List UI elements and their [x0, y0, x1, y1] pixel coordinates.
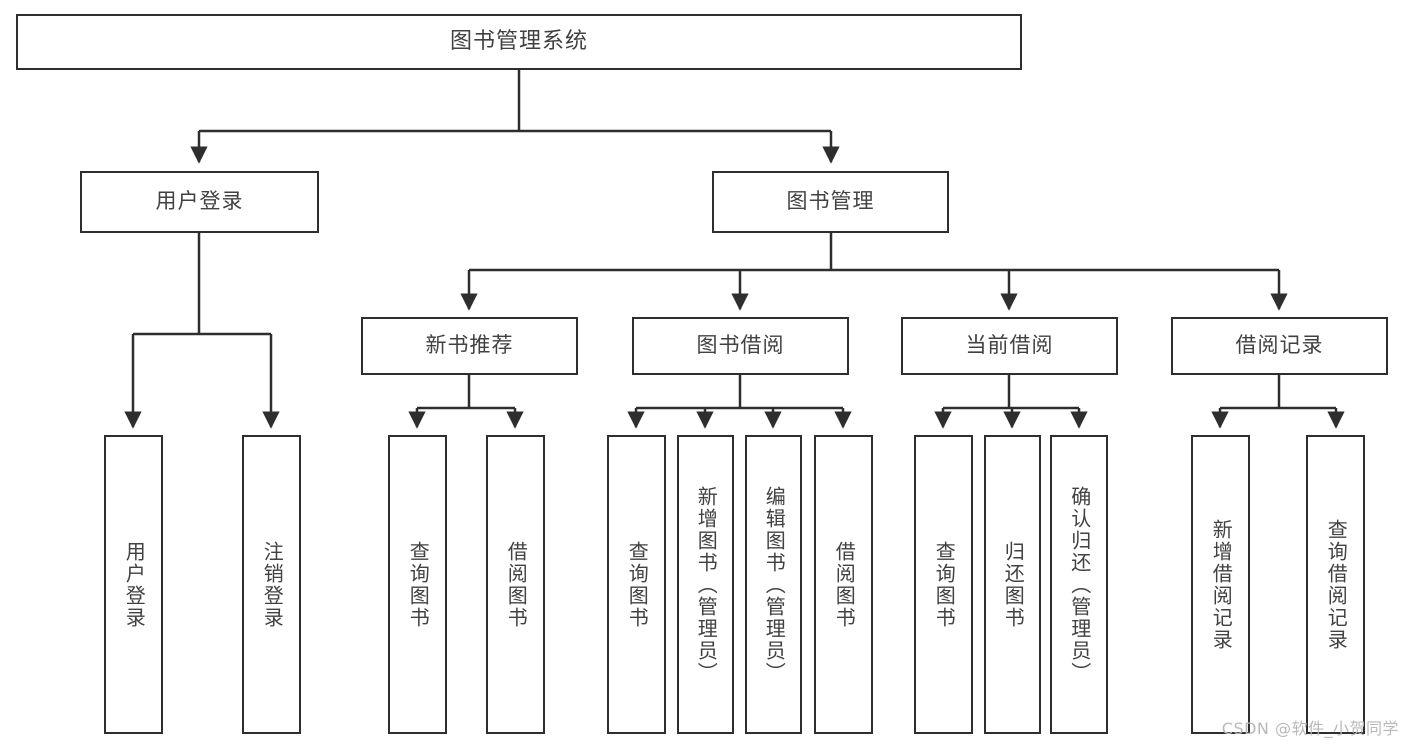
node-current-borrow-label: 当前借阅 — [965, 333, 1054, 358]
leaf-node[interactable]: 查询图书 — [607, 435, 666, 734]
node-book-management[interactable]: 图书管理 — [712, 171, 949, 233]
leaf-node-label: 查询图书 — [625, 540, 650, 629]
leaf-node-label: 查询图书 — [932, 540, 957, 629]
leaf-node-label: 注销登录 — [260, 540, 285, 629]
node-root-label: 图书管理系统 — [449, 28, 588, 54]
leaf-node[interactable]: 新增图书（管理员） — [677, 435, 734, 734]
leaf-node-label: 借阅图书 — [832, 540, 857, 629]
leaf-node-label: 新增图书（管理员） — [694, 485, 719, 684]
leaf-node[interactable]: 查询图书 — [914, 435, 973, 734]
leaf-node-label: 归还图书 — [1001, 540, 1026, 629]
node-user-login-label: 用户登录 — [155, 189, 244, 214]
leaf-node-label: 新增借阅记录 — [1209, 518, 1234, 651]
node-book-borrow[interactable]: 图书借阅 — [632, 317, 849, 375]
watermark-text: CSDN @软件_小贺同学 — [1221, 719, 1399, 738]
leaf-node[interactable]: 新增借阅记录 — [1191, 435, 1250, 734]
leaf-node[interactable]: 查询借阅记录 — [1306, 435, 1365, 734]
node-book-borrow-label: 图书借阅 — [696, 333, 785, 358]
leaf-node-label: 用户登录 — [122, 540, 147, 629]
leaf-node-label: 查询借阅记录 — [1324, 518, 1349, 651]
leaf-node-label: 借阅图书 — [504, 540, 529, 629]
node-borrow-records-label: 借阅记录 — [1235, 333, 1324, 358]
leaf-node[interactable]: 注销登录 — [242, 435, 301, 734]
leaf-node-label: 编辑图书（管理员） — [762, 485, 787, 684]
leaf-node[interactable]: 借阅图书 — [486, 435, 545, 734]
leaf-node[interactable]: 归还图书 — [984, 435, 1041, 734]
leaf-node[interactable]: 编辑图书（管理员） — [745, 435, 802, 734]
leaf-node[interactable]: 借阅图书 — [814, 435, 873, 734]
node-root[interactable]: 图书管理系统 — [16, 14, 1022, 70]
node-user-login[interactable]: 用户登录 — [80, 171, 319, 233]
node-borrow-records[interactable]: 借阅记录 — [1171, 317, 1388, 375]
leaf-node[interactable]: 用户登录 — [104, 435, 163, 734]
leaf-node-label: 查询图书 — [406, 540, 431, 629]
leaf-node[interactable]: 查询图书 — [388, 435, 447, 734]
node-new-book-recommend[interactable]: 新书推荐 — [361, 317, 578, 375]
node-current-borrow[interactable]: 当前借阅 — [901, 317, 1118, 375]
node-new-book-recommend-label: 新书推荐 — [425, 333, 514, 358]
leaf-node-label: 确认归还（管理员） — [1067, 485, 1092, 684]
node-book-management-label: 图书管理 — [786, 189, 875, 214]
leaf-node[interactable]: 确认归还（管理员） — [1050, 435, 1108, 734]
